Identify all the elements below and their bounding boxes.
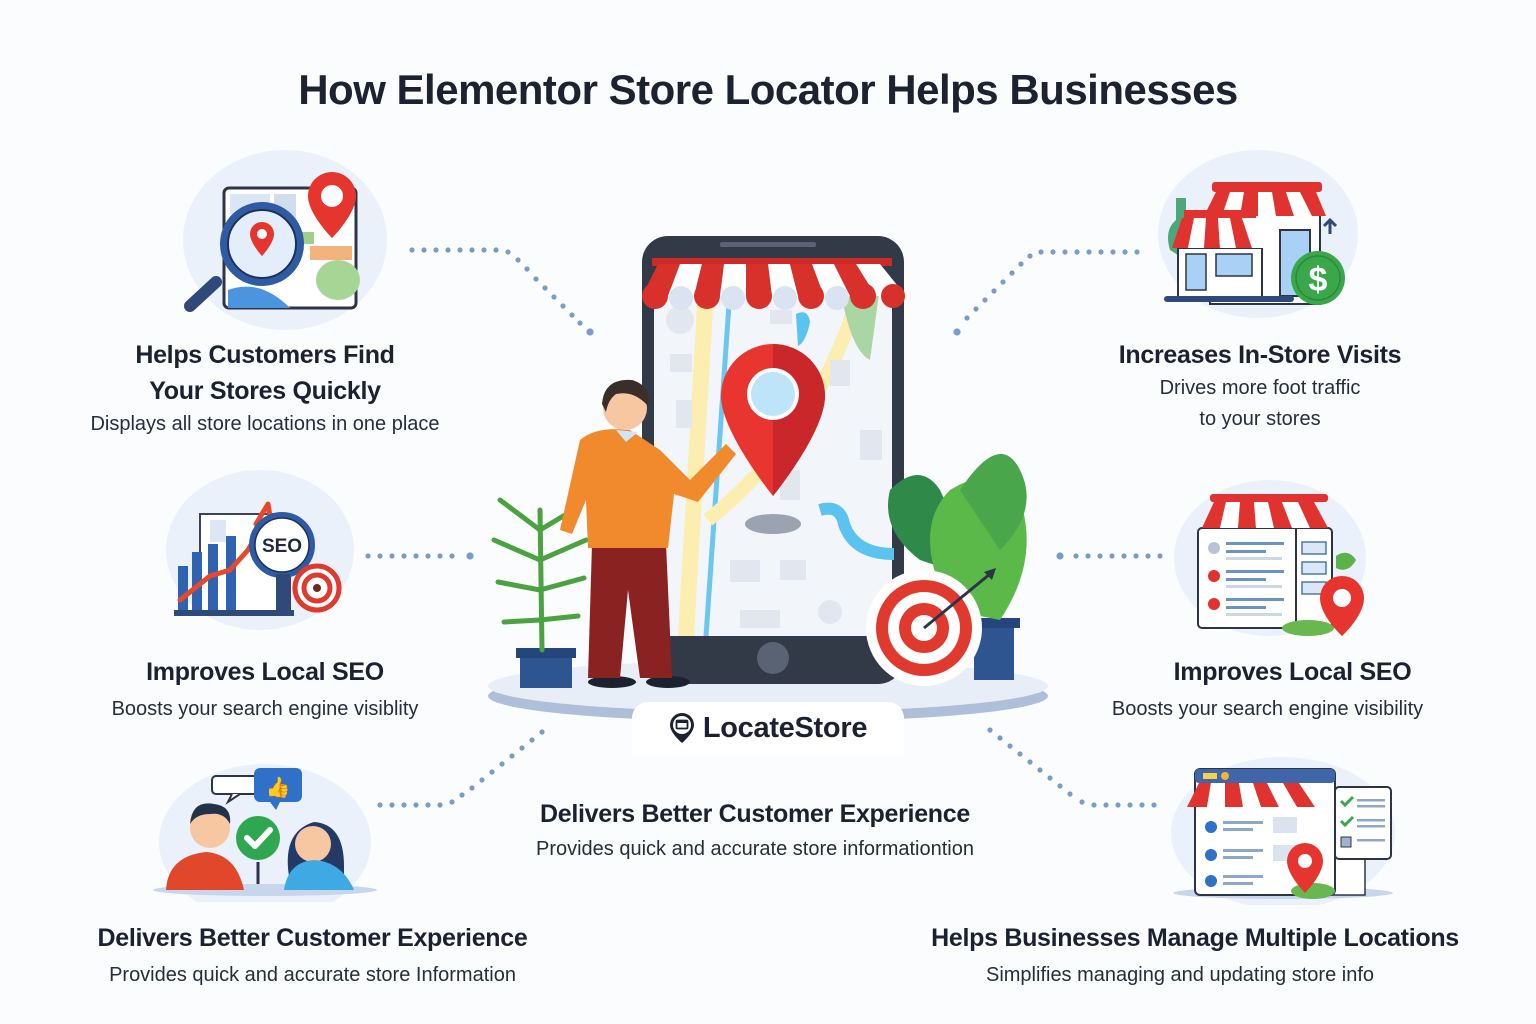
feature-customer-experience-center: Delivers Better Customer Experience Prov… <box>490 796 1020 865</box>
connector-mid-right <box>1056 552 1163 560</box>
feature-in-store-visits: Increases In-Store Visits Drives more fo… <box>1060 337 1460 435</box>
svg-text:$: $ <box>1309 261 1328 299</box>
feature-heading: Improves Local SEO <box>146 658 384 686</box>
feature-local-seo-right: Improves Local SEO Boosts your search en… <box>1070 654 1465 725</box>
feature-description: Displays all store locations in one plac… <box>90 413 440 435</box>
map-pin-store-icon <box>669 713 694 743</box>
connector-mid-left <box>365 552 474 560</box>
feature-local-seo-left: Improves Local SEO Boosts your search en… <box>55 654 475 725</box>
feature-heading: Delivers Better Customer Experience <box>540 800 970 828</box>
storefront-dollar-icon: $ <box>1150 150 1360 320</box>
feature-heading: Increases In-Store Visits <box>1118 341 1402 369</box>
page-title: How Elementor Store Locator Helps Busine… <box>298 66 1238 113</box>
feature-heading: Delivers Better Customer Experience <box>97 924 528 952</box>
feature-description: Provides quick and accurate store Inform… <box>109 964 516 986</box>
feature-description: Drives more foot traffic <box>1159 377 1361 399</box>
map-magnifier-pin-icon <box>170 150 400 330</box>
store-listing-pin-icon <box>1168 480 1368 640</box>
feature-heading: Helps Businesses Manage Multiple Locatio… <box>931 924 1459 952</box>
seo-chart-magnifier-icon: SEO <box>160 470 360 630</box>
svg-text:👍: 👍 <box>266 775 291 799</box>
feature-description: Boosts your search engine visibility <box>1111 698 1424 720</box>
happy-customers-icon: 👍 <box>150 762 380 902</box>
feature-description: Simplifies managing and updating store i… <box>985 964 1375 986</box>
brand-logo: LocateStore <box>632 702 904 754</box>
feature-description: Boosts your search engine visiblity <box>111 698 419 720</box>
feature-heading: Improves Local SEO <box>1173 658 1412 686</box>
svg-text:SEO: SEO <box>262 536 302 557</box>
store-dashboard-checklist-icon <box>1165 755 1405 905</box>
feature-description: Provides quick and accurate store inform… <box>535 838 974 860</box>
phone-map-storefront-icon <box>480 230 1060 730</box>
feature-description: to your stores <box>1199 408 1321 430</box>
feature-multiple-locations: Helps Businesses Manage Multiple Locatio… <box>895 920 1495 991</box>
feature-heading: Helps Customers Find <box>135 341 395 369</box>
feature-heading: Your Stores Quickly <box>149 377 381 405</box>
brand-name: LocateStore <box>702 711 868 744</box>
feature-customer-experience-left: Delivers Better Customer Experience Prov… <box>50 920 575 991</box>
feature-find-stores: Helps Customers Find Your Stores Quickly… <box>55 337 475 440</box>
